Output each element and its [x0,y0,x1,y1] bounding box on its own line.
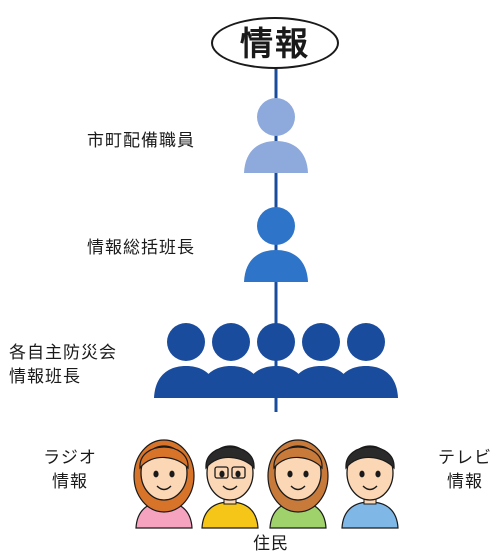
person-head [212,323,250,361]
resident-mouth [290,485,306,491]
person-body [334,366,398,398]
title-oval: 情報 [211,17,339,69]
resident-hair [139,446,189,470]
level-label-staff: 市町配備職員 [87,131,195,151]
person-body [244,250,308,282]
resident-4 [341,445,399,529]
resident-eye [153,470,159,478]
resident-eye [287,470,293,478]
resident-hair [205,446,255,470]
person-body [244,141,308,173]
chief-figure [244,207,308,282]
radio-info-line2: 情報 [52,472,88,492]
group-leader-figure [199,323,263,398]
glasses-icon [231,466,246,479]
level-label-group-line2: 情報班長 [9,367,81,387]
title: 情報 [240,23,310,63]
tv-info-line1: テレビ [438,448,492,468]
resident-shirt [341,501,399,529]
resident-eye [219,470,225,478]
resident-3 [267,439,329,529]
resident-eye [359,470,365,478]
radio-info-line1: ラジオ [43,448,97,468]
resident-eye [169,470,175,478]
resident-eye [235,470,241,478]
person-head [302,323,340,361]
residents-label: 住民 [253,534,289,554]
resident-mouth [222,485,238,491]
resident-mouth [362,485,378,491]
tv-info-line2: 情報 [447,472,483,492]
resident-1 [133,439,195,529]
staff-figure [244,98,308,173]
person-head [167,323,205,361]
person-head [257,207,295,245]
glasses-icon [214,466,229,479]
resident-mouth [156,485,172,491]
resident-hair [273,446,323,470]
resident-eye [375,470,381,478]
group-leader-figure [334,323,398,398]
resident-shirt [201,501,259,529]
resident-eye [303,470,309,478]
resident-2 [201,445,259,529]
person-head [347,323,385,361]
level-label-chief: 情報総括班長 [87,238,195,258]
person-head [257,98,295,136]
resident-hair [345,446,395,470]
level-label-group-line1: 各自主防災会 [9,343,117,363]
person-head [257,323,295,361]
